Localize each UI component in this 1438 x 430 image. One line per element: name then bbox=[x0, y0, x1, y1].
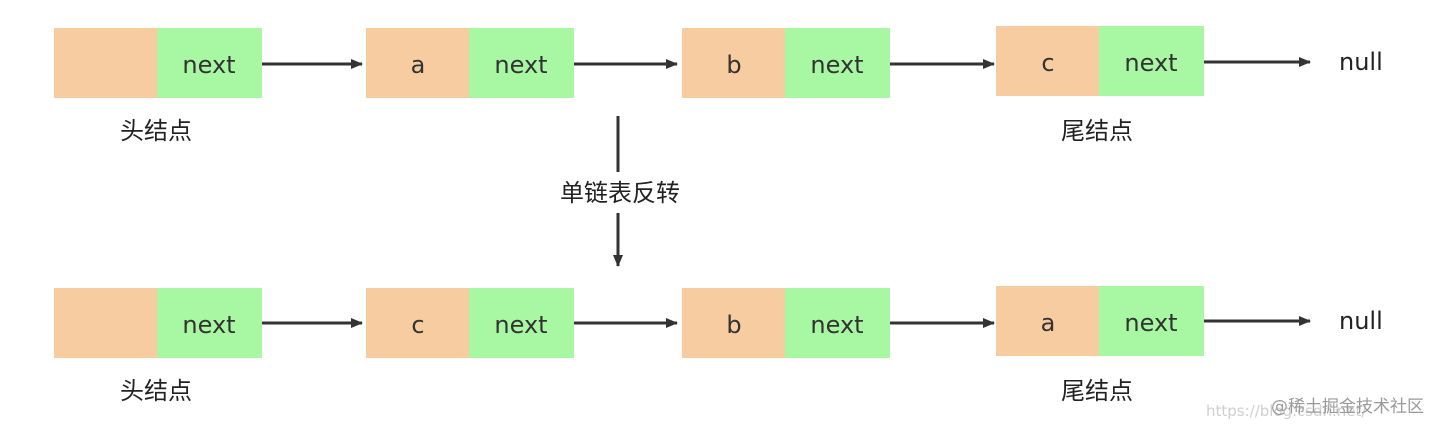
data-cell bbox=[996, 26, 1099, 96]
data-cell bbox=[366, 28, 469, 98]
list-node: a next bbox=[366, 28, 574, 98]
next-label: next bbox=[494, 51, 547, 79]
list-node: c next bbox=[366, 288, 574, 358]
node-value: a bbox=[411, 51, 426, 79]
next-cell bbox=[785, 288, 890, 358]
data-cell bbox=[54, 288, 157, 358]
reversal-transition: 单链表反转 bbox=[560, 116, 680, 267]
next-label: next bbox=[810, 51, 863, 79]
data-cell bbox=[682, 288, 785, 358]
next-cell bbox=[469, 28, 574, 98]
list-node: b next bbox=[682, 288, 890, 358]
data-cell bbox=[366, 288, 469, 358]
next-label: next bbox=[182, 51, 235, 79]
data-cell bbox=[54, 28, 157, 98]
list-node-head: next bbox=[54, 28, 262, 98]
tail-node-caption: 尾结点 bbox=[1061, 377, 1133, 405]
next-cell bbox=[469, 288, 574, 358]
data-cell bbox=[682, 28, 785, 98]
reversed-list: next c next b next a next null 头结点 尾 bbox=[54, 286, 1383, 405]
reversal-label: 单链表反转 bbox=[560, 179, 680, 207]
next-label: next bbox=[1124, 49, 1177, 77]
null-label: null bbox=[1339, 48, 1383, 76]
watermark-site: @稀土掘金技术社区 bbox=[1271, 397, 1424, 417]
node-value: c bbox=[1041, 49, 1054, 77]
original-list: next a next b next c next null 头结点 尾 bbox=[54, 26, 1383, 145]
next-label: next bbox=[1124, 309, 1177, 337]
list-node: b next bbox=[682, 28, 890, 98]
node-value: c bbox=[411, 311, 424, 339]
next-cell bbox=[157, 288, 262, 358]
watermark-url: https://blog.csdn.net/ bbox=[1206, 402, 1367, 420]
next-cell bbox=[157, 28, 262, 98]
node-value: b bbox=[726, 51, 741, 79]
tail-node-caption: 尾结点 bbox=[1061, 117, 1133, 145]
null-label: null bbox=[1339, 307, 1383, 335]
list-node-head: next bbox=[54, 288, 262, 358]
next-label: next bbox=[810, 311, 863, 339]
list-node-tail: c next bbox=[996, 26, 1204, 96]
next-label: next bbox=[494, 311, 547, 339]
next-cell bbox=[785, 28, 890, 98]
next-cell bbox=[1099, 26, 1204, 96]
node-value: a bbox=[1041, 309, 1056, 337]
data-cell bbox=[996, 286, 1099, 356]
watermark: https://blog.csdn.net/ @稀土掘金技术社区 bbox=[1206, 397, 1424, 420]
next-cell bbox=[1099, 286, 1204, 356]
list-node-tail: a next bbox=[996, 286, 1204, 356]
head-node-caption: 头结点 bbox=[120, 117, 192, 145]
head-node-caption: 头结点 bbox=[120, 377, 192, 405]
next-label: next bbox=[182, 311, 235, 339]
node-value: b bbox=[726, 311, 741, 339]
